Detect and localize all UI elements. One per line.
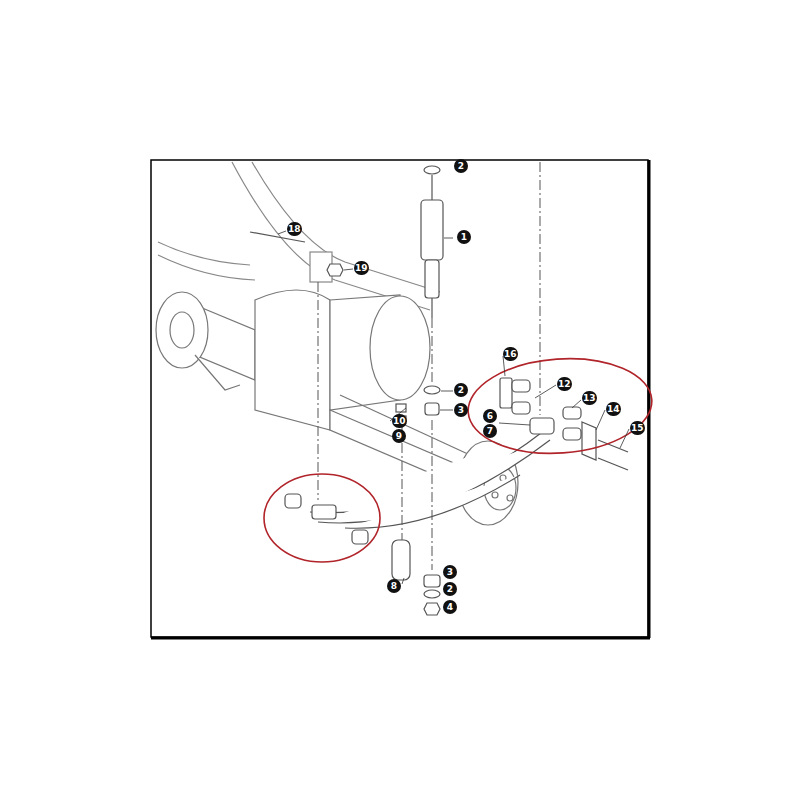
callout-number: 7 — [483, 424, 497, 438]
highlight-ellipse — [264, 353, 655, 562]
callout-number: 16 — [503, 347, 518, 361]
center-lines — [318, 162, 540, 570]
callout-number: 12 — [557, 377, 572, 391]
callout-number: 10 — [392, 414, 407, 428]
callout-number: 2 — [443, 582, 457, 596]
chassis-frame — [158, 162, 440, 310]
callout-number: 18 — [287, 222, 302, 236]
callout-number: 4 — [443, 600, 457, 614]
callout-number: 2 — [454, 159, 468, 173]
frame-border — [151, 160, 650, 638]
callout-number: 13 — [582, 391, 597, 405]
callout-number: 3 — [454, 403, 468, 417]
callout-number: 8 — [387, 579, 401, 593]
callout-number: 6 — [483, 409, 497, 423]
bushings-and-shackles — [250, 232, 628, 544]
callout-number: 14 — [606, 402, 621, 416]
leaf-spring — [310, 404, 550, 580]
callout-number: 1 — [457, 230, 471, 244]
callout-number: 9 — [392, 429, 406, 443]
callout-number: 19 — [354, 261, 369, 275]
leader-lines — [278, 231, 629, 584]
shock-absorber — [421, 166, 443, 615]
callout-number: 3 — [443, 565, 457, 579]
callout-number: 15 — [630, 421, 645, 435]
callout-number: 2 — [454, 383, 468, 397]
